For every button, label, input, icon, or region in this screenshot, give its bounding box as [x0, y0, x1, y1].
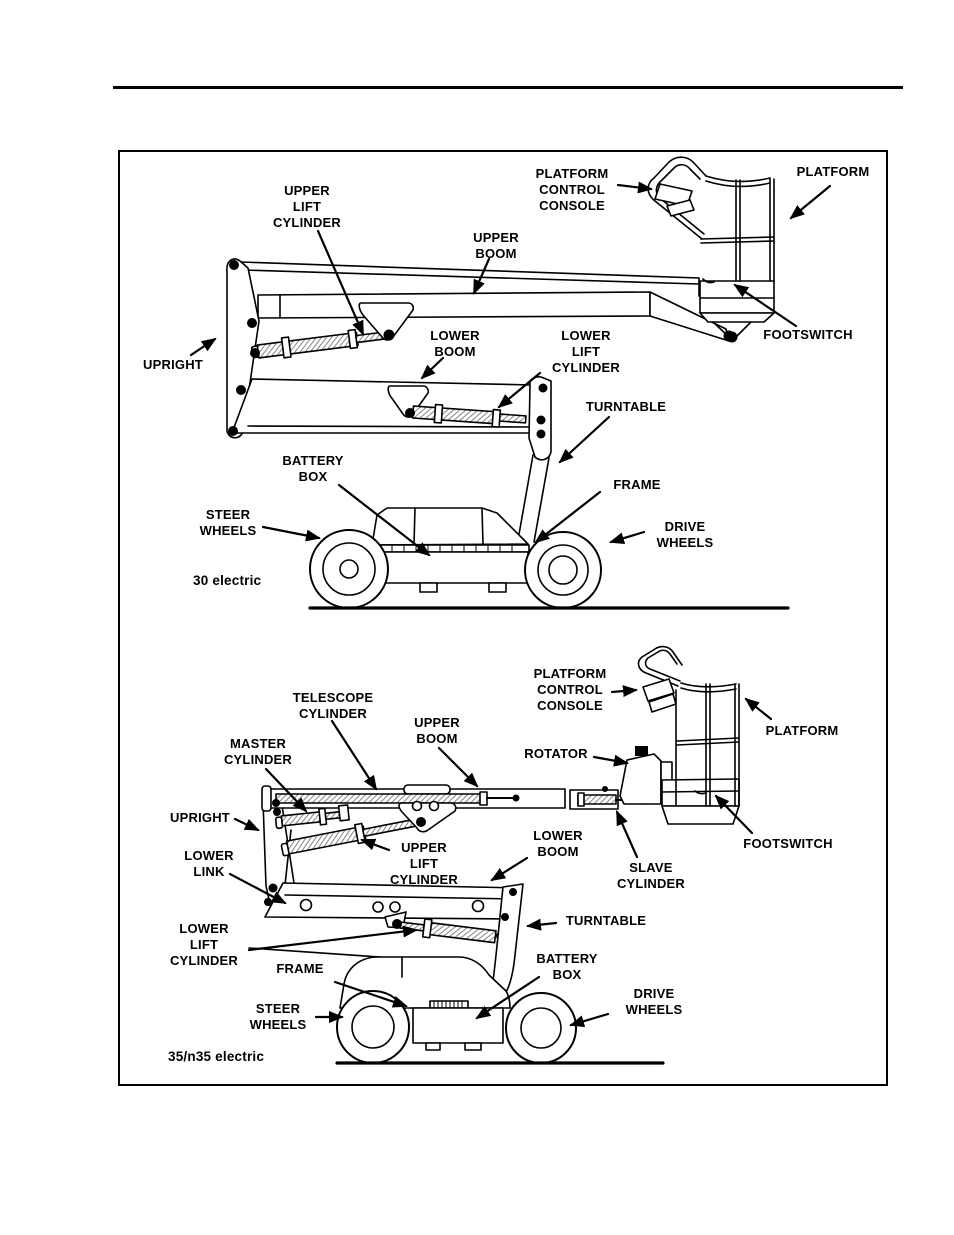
label-lower-lift-cylinder-30: LOWER LIFT CYLINDER [551, 328, 621, 375]
caption-35-n35-electric: 35/n35 electric [168, 1049, 265, 1064]
label-upright-35: UPRIGHT [170, 810, 230, 825]
label-battery-box-35: BATTERY BOX [536, 951, 598, 982]
machine-35-art [248, 645, 740, 1065]
label-upper-boom-35: UPPER BOOM [414, 715, 460, 746]
label-battery-box-30: BATTERY BOX [282, 453, 344, 484]
label-frame-30: FRAME [613, 477, 661, 492]
label-turntable-30: TURNTABLE [585, 399, 667, 414]
label-drive-wheels-30: DRIVE WHEELS [656, 519, 714, 550]
label-turntable-35: TURNTABLE [565, 913, 647, 928]
label-master-cylinder-35: MASTER CYLINDER [223, 736, 293, 767]
label-platform-control-console-35: PLATFORM CONTROL CONSOLE [533, 666, 607, 713]
caption-30-electric: 30 electric [193, 573, 262, 588]
label-upright-30: UPRIGHT [143, 357, 203, 372]
label-drive-wheels-35: DRIVE WHEELS [625, 986, 683, 1017]
leader-arrows-35 [228, 685, 773, 1028]
label-lower-link-35: LOWER LINK [184, 848, 234, 879]
label-lower-lift-cylinder-35: LOWER LIFT CYLINDER [169, 921, 239, 968]
label-upper-boom-30: UPPER BOOM [473, 230, 519, 261]
label-telescope-cylinder-35: TELESCOPE CYLINDER [292, 690, 374, 721]
machine-30-art [226, 156, 790, 610]
label-steer-wheels-35: STEER WHEELS [249, 1001, 307, 1032]
label-upper-lift-cylinder-30: UPPER LIFT CYLINDER [272, 183, 342, 230]
label-rotator-35: ROTATOR [524, 746, 588, 761]
label-footswitch-30: FOOTSWITCH [763, 327, 853, 342]
label-upper-lift-cylinder-35: UPPER LIFT CYLINDER [389, 840, 459, 887]
label-platform-30: PLATFORM [796, 164, 870, 179]
label-footswitch-35: FOOTSWITCH [743, 836, 833, 851]
label-platform-35: PLATFORM [765, 723, 839, 738]
leader-arrows-30 [189, 181, 832, 557]
label-slave-cylinder-35: SLAVE CYLINDER [616, 860, 686, 891]
label-steer-wheels-30: STEER WHEELS [199, 507, 257, 538]
label-lower-boom-35: LOWER BOOM [533, 828, 583, 859]
label-lower-boom-30: LOWER BOOM [430, 328, 480, 359]
label-platform-control-console-30: PLATFORM CONTROL CONSOLE [535, 166, 609, 213]
page-rule [113, 86, 903, 89]
label-frame-35: FRAME [276, 961, 324, 976]
